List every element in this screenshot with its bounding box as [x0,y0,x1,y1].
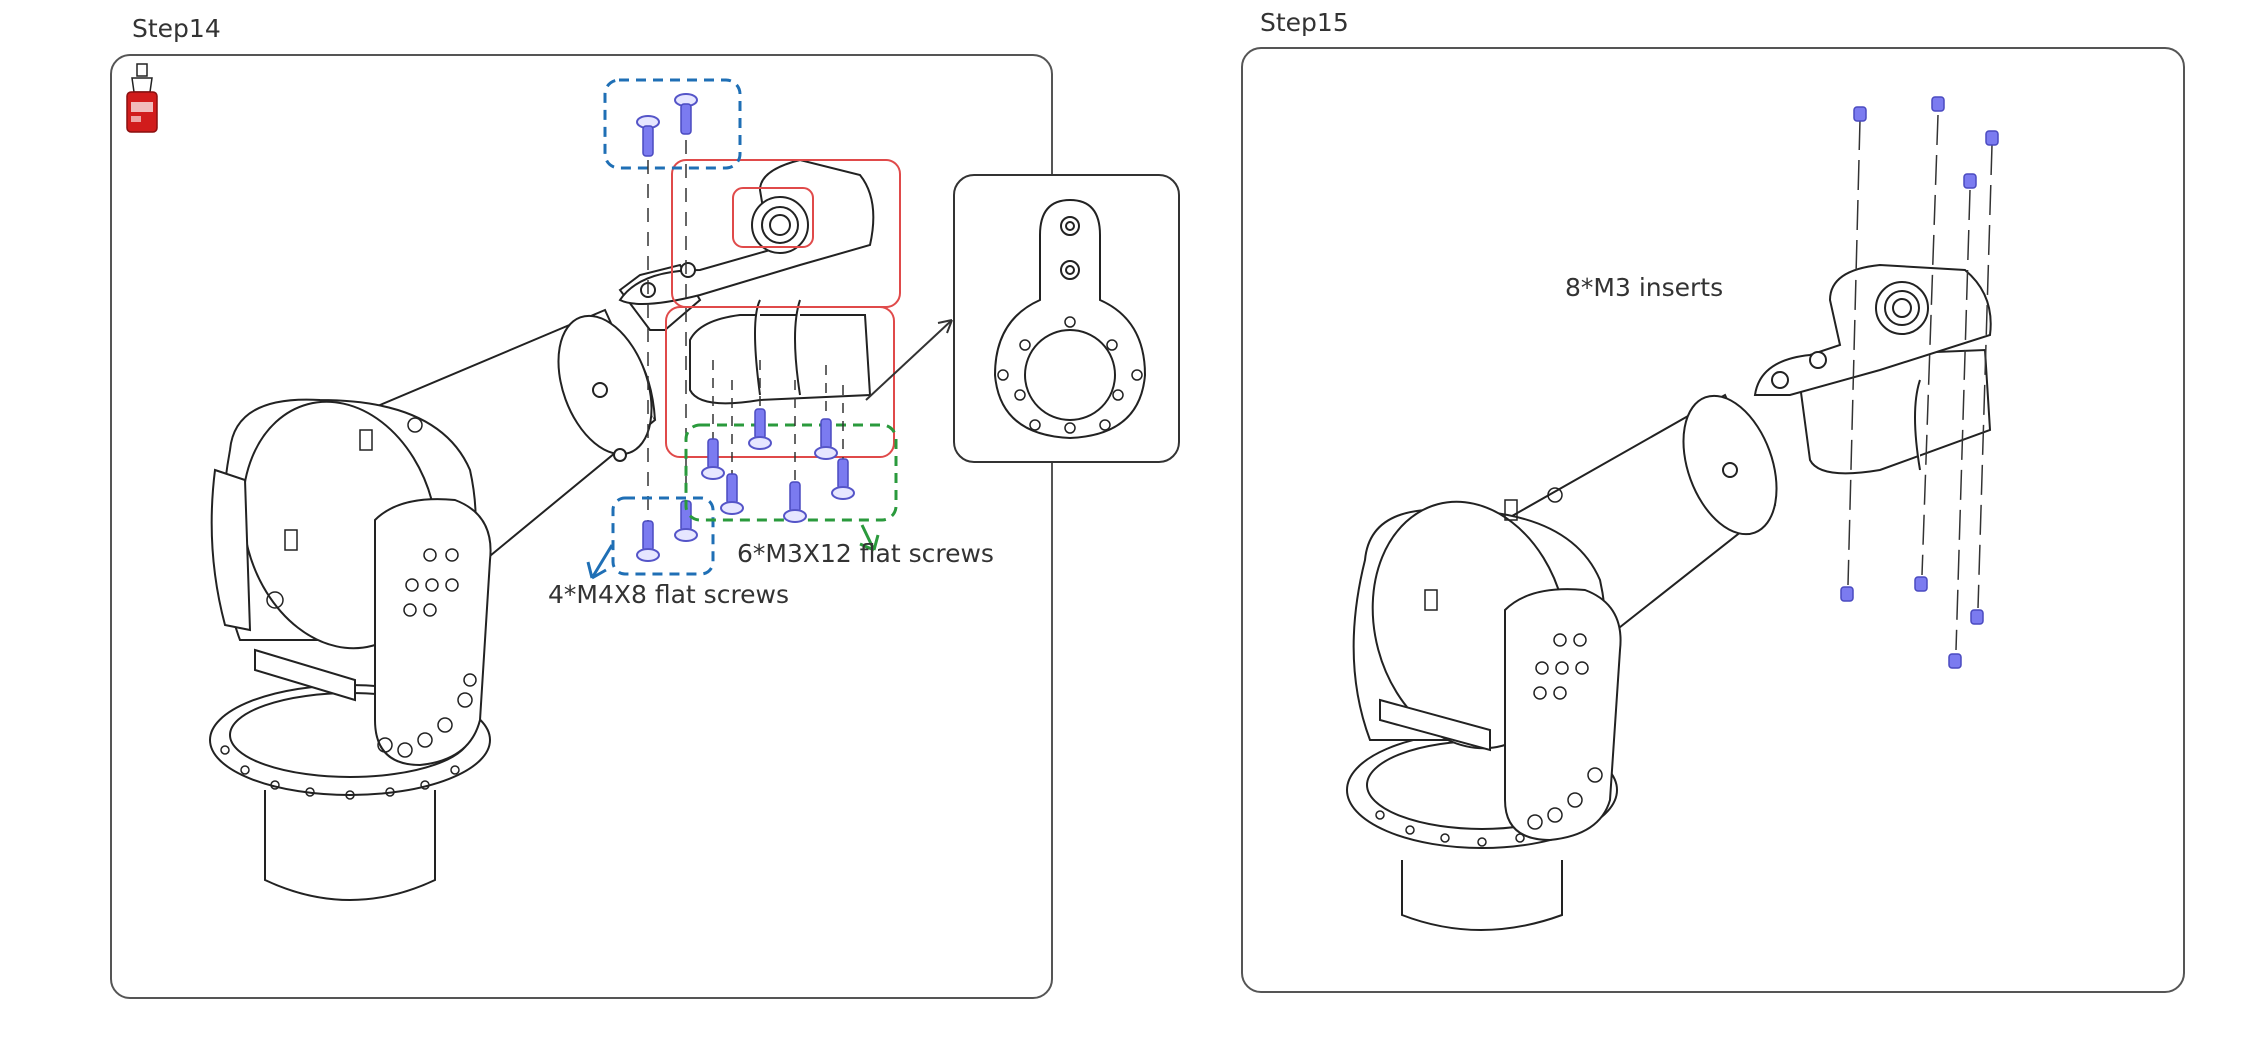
step15-robot-arm [1346,263,1992,931]
step14-robot-arm [209,158,875,901]
highlight-boxes [665,159,901,458]
step14-title: Step14 [132,14,221,43]
m3-screws-label: 6*M3X12 flat screws [737,539,994,568]
m3-inserts-label: 8*M3 inserts [1565,273,1724,302]
step15-title: Step15 [1260,8,1349,37]
m4-screws-label: 4*M4X8 flat screws [548,580,790,609]
detail-part [993,198,1147,440]
threadlocker-bottle-icon [126,63,158,133]
